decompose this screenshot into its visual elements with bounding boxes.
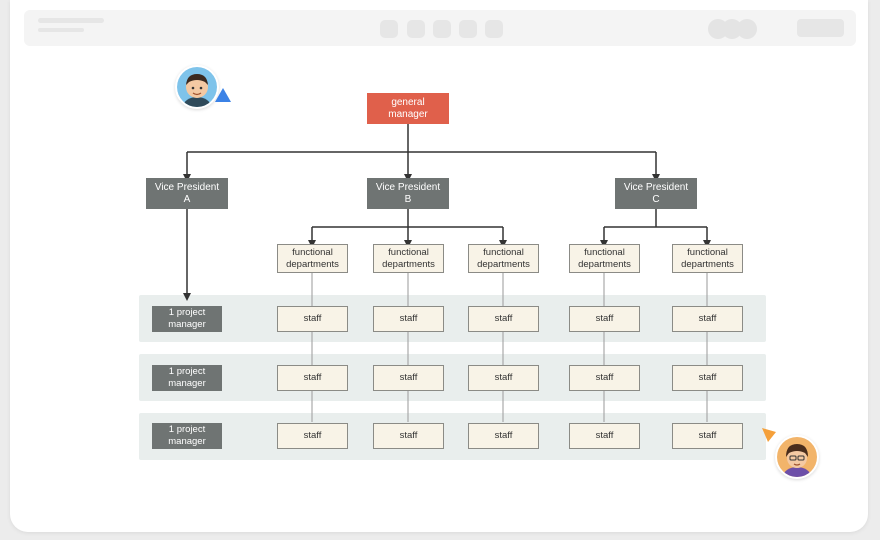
functional-department-5-box[interactable]: functional departments [672, 244, 743, 273]
functional-department-2-box[interactable]: functional departments [373, 244, 444, 273]
toolbar-button-5[interactable] [485, 20, 503, 38]
functional-department-4-box[interactable]: functional departments [569, 244, 640, 273]
vice-president-a-box[interactable]: Vice President A [146, 178, 228, 209]
toolbar-title-placeholder [38, 18, 104, 23]
staff-box[interactable]: staff [468, 423, 539, 449]
staff-box[interactable]: staff [569, 365, 640, 391]
vice-president-b-box[interactable]: Vice President B [367, 178, 449, 209]
toolbar-button-3[interactable] [433, 20, 451, 38]
staff-box[interactable]: staff [373, 365, 444, 391]
general-manager-box[interactable]: general manager [367, 93, 449, 124]
project-manager-1-box[interactable]: 1 project manager [152, 306, 222, 332]
project-band-2 [139, 354, 766, 401]
person-icon [177, 67, 217, 107]
project-band-3 [139, 413, 766, 460]
staff-box[interactable]: staff [468, 306, 539, 332]
collaborator-avatar-male [175, 65, 219, 109]
staff-box[interactable]: staff [672, 365, 743, 391]
project-manager-3-box[interactable]: 1 project manager [152, 423, 222, 449]
staff-box[interactable]: staff [569, 423, 640, 449]
staff-box[interactable]: staff [373, 423, 444, 449]
project-manager-2-box[interactable]: 1 project manager [152, 365, 222, 391]
toolbar-subtitle-placeholder [38, 28, 84, 32]
staff-box[interactable]: staff [277, 306, 348, 332]
cursor-pointer-icon [762, 428, 776, 442]
collaborator-avatar-female [775, 435, 819, 479]
staff-box[interactable]: staff [672, 423, 743, 449]
functional-department-1-box[interactable]: functional departments [277, 244, 348, 273]
toolbar-button-1[interactable] [380, 20, 398, 38]
staff-box[interactable]: staff [373, 306, 444, 332]
person-icon [777, 437, 817, 477]
staff-box[interactable]: staff [277, 423, 348, 449]
staff-box[interactable]: staff [468, 365, 539, 391]
functional-department-3-box[interactable]: functional departments [468, 244, 539, 273]
vice-president-c-box[interactable]: Vice President C [615, 178, 697, 209]
collaborator-avatar-3[interactable] [737, 19, 757, 39]
cursor-pointer-icon [215, 88, 231, 102]
staff-box[interactable]: staff [277, 365, 348, 391]
toolbar-button-4[interactable] [459, 20, 477, 38]
toolbar-button-2[interactable] [407, 20, 425, 38]
staff-box[interactable]: staff [569, 306, 640, 332]
staff-box[interactable]: staff [672, 306, 743, 332]
project-band-1 [139, 295, 766, 342]
share-button[interactable] [797, 19, 844, 37]
